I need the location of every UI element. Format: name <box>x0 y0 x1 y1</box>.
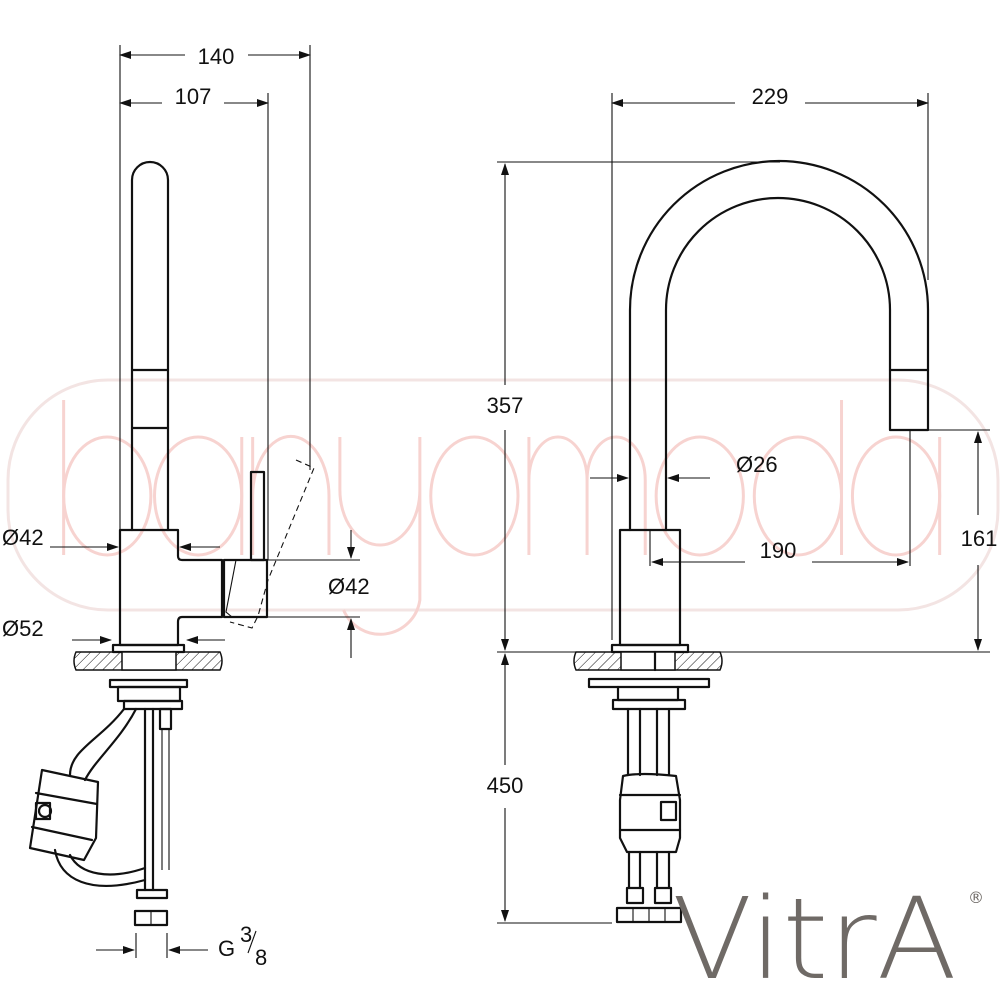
watermark <box>6 378 1000 634</box>
registered-mark: ® <box>968 888 984 907</box>
side-view: 140 107 Ø42 Ø42 Ø52 <box>2 44 370 970</box>
vitra-logo: VitrA ® <box>672 875 984 1000</box>
dim-outlet-height: 161 <box>961 526 998 551</box>
dim-spout-projection: 190 <box>760 538 797 563</box>
dim-thread-size: G 3 8 <box>218 922 267 970</box>
dim-hose-length: 450 <box>487 773 524 798</box>
thread-denominator: 8 <box>255 945 267 970</box>
logo-text: VitrA <box>672 875 957 1000</box>
watermark-lettering <box>64 400 940 634</box>
dim-handle-offset: 107 <box>175 84 212 109</box>
dim-base-diameter: Ø52 <box>2 616 44 641</box>
dim-total-height: 357 <box>487 393 524 418</box>
dim-handle-diameter: Ø42 <box>328 574 370 599</box>
dim-body-diameter: Ø42 <box>2 525 44 550</box>
thread-g: G <box>218 936 235 961</box>
dim-overall-width: 140 <box>198 44 235 69</box>
dim-spout-diameter: Ø26 <box>736 452 778 477</box>
dim-spout-reach: 229 <box>752 84 789 109</box>
front-view: 229 357 <box>487 84 998 924</box>
thread-numerator: 3 <box>240 922 252 947</box>
